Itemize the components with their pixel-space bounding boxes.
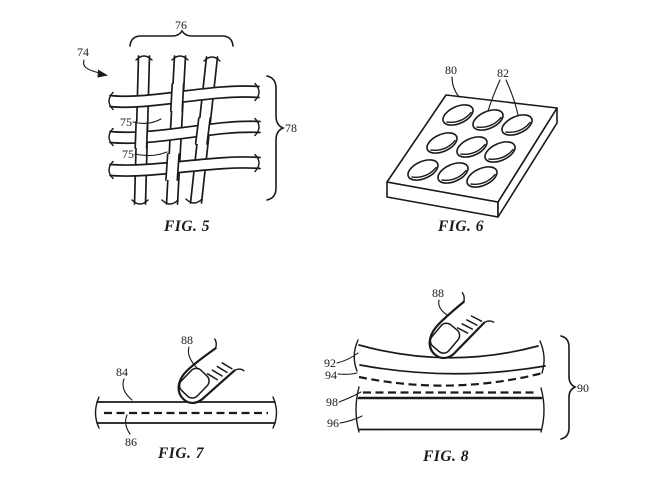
fig8-top-layer-right-break (539, 340, 545, 374)
fig5-ref-74: 74 (77, 45, 89, 59)
fig8-right-brace (560, 335, 577, 440)
fig6-perforated-plate: 80 82 FIG. 6 (386, 63, 558, 235)
fig8-ref-88: 88 (432, 286, 444, 300)
fig5-top-brace (129, 29, 234, 47)
fig8-ref-98: 98 (326, 395, 338, 409)
fig8-curved-dashed-line (358, 371, 544, 387)
fig8-leader-96 (339, 415, 363, 424)
fig7-finger (168, 337, 247, 417)
fig5-horizontal-strands (108, 82, 261, 180)
fig7-finger-on-layer: 84 86 88 FIG. 7 (94, 333, 278, 462)
fig5-arrow-74 (82, 59, 101, 74)
fig6-leader-82-left (487, 79, 501, 112)
plate-hole (484, 141, 516, 163)
fig8-leader-94 (337, 372, 358, 375)
plate-hole (407, 159, 439, 181)
fig8-finger-on-stack: 88 92 94 98 96 90 FIG. 8 (324, 286, 589, 465)
plate-holes (407, 104, 533, 188)
fig5-ref-75b: 75 (122, 147, 134, 161)
fig6-leader-82-right (505, 79, 519, 116)
fig8-leader-88 (438, 299, 448, 316)
fig8-top-layer-lower-line (359, 364, 546, 375)
fig7-caption: FIG. 7 (157, 445, 205, 462)
fig6-leader-80 (451, 76, 460, 98)
fig8-ref-96: 96 (327, 416, 339, 430)
fig5-ref-76: 76 (175, 18, 187, 32)
fig7-leader-86 (124, 414, 131, 435)
fig6-ref-82: 82 (497, 66, 509, 80)
fig5-woven-mesh: 76 74 75 75 78 FIG. 5 (77, 18, 297, 235)
plate-hole (501, 114, 533, 136)
plate-hole (456, 136, 488, 158)
fig6-caption: FIG. 6 (437, 218, 484, 235)
fig5-leader-75a (132, 118, 162, 125)
plate-hole (426, 132, 458, 154)
fig8-caption: FIG. 8 (422, 448, 469, 465)
fig7-ref-86: 86 (125, 435, 137, 449)
plate-hole (466, 166, 498, 188)
fig5-right-brace (266, 75, 286, 201)
fig7-leader-84 (122, 378, 133, 401)
fig5-ref-78: 78 (285, 121, 297, 135)
fig8-ref-92: 92 (324, 356, 336, 370)
plate-hole (437, 162, 469, 184)
fig7-leader-88 (187, 346, 199, 370)
fig5-weave-crossings (134, 83, 212, 181)
plate-hole (442, 104, 474, 126)
fig8-ref-90: 90 (577, 381, 589, 395)
fig7-ref-88: 88 (181, 333, 193, 347)
fig8-ref-94: 94 (325, 368, 337, 382)
fig8-leader-92 (336, 352, 359, 364)
fig8-slab-left-break (355, 386, 360, 433)
fig5-ref-75a: 75 (120, 115, 132, 129)
fig8-leader-98 (338, 391, 362, 403)
plate-hole (472, 109, 504, 131)
fig5-caption: FIG. 5 (163, 218, 210, 235)
fig6-ref-80: 80 (445, 63, 457, 77)
fig8-slab-right-break (540, 387, 545, 433)
fig7-layer-right-break (272, 396, 278, 429)
fig5-leader-75b (134, 151, 168, 157)
fig5-arrowhead-74 (97, 69, 108, 78)
fig7-ref-84: 84 (116, 365, 128, 379)
fig7-layer-left-break (94, 396, 100, 429)
